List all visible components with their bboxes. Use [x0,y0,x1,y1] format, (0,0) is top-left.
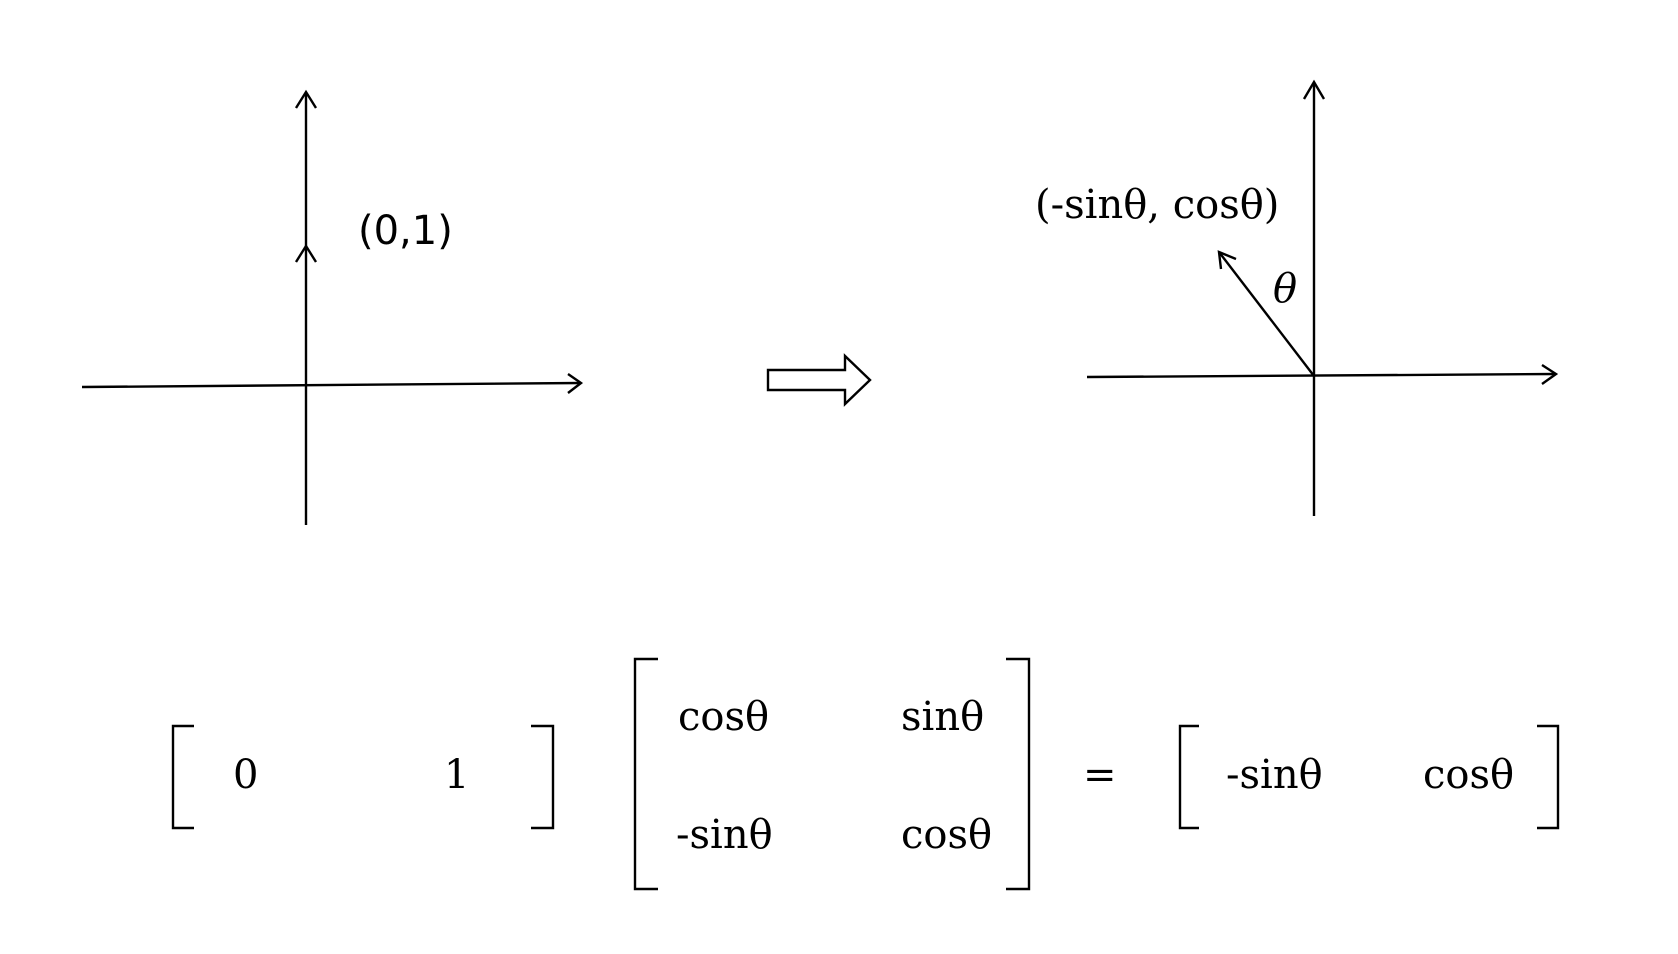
matrix-entry: cosθ [901,812,992,858]
left-coordinate-system: (0,1) [81,89,584,525]
right-x-axis [1086,372,1557,379]
result-vector-left-bracket [1178,724,1199,830]
result-vector-entry: -sinθ [1226,752,1323,798]
row-vector-entry: 0 [233,752,258,798]
angle-theta-label: θ [1273,266,1297,312]
matrix-entry: cosθ [678,694,769,740]
row-vector-right-bracket [531,724,555,830]
left-y-axis-arrowhead [294,89,318,109]
rotated-vector [1218,251,1315,377]
matrix-entry: sinθ [901,694,984,740]
transform-arrow [766,353,872,407]
right-x-axis-arrowhead [1541,363,1559,385]
right-coordinate-system: (-sinθ, cosθ) θ [1035,79,1559,516]
left-point-label: (0,1) [358,208,453,254]
right-point-label: (-sinθ, cosθ) [1035,182,1279,228]
left-unit-vector-arrowhead [294,243,318,263]
matrix-right-bracket [1006,657,1031,891]
left-x-axis [81,381,582,389]
matrix-equation: 0 1 cosθ sinθ -sinθ cosθ = -sinθ cosθ [171,657,1560,891]
result-vector-right-bracket [1537,724,1560,830]
left-x-axis-arrowhead [567,373,584,394]
right-y-axis-arrowhead [1302,79,1326,100]
matrix-left-bracket [633,657,658,891]
result-vector-entry: cosθ [1423,752,1514,798]
rotated-vector-arrowhead [1217,250,1237,270]
equals-sign: = [1083,752,1117,798]
row-vector-entry: 1 [444,752,469,798]
row-vector-left-bracket [171,724,194,830]
matrix-entry: -sinθ [676,812,773,858]
